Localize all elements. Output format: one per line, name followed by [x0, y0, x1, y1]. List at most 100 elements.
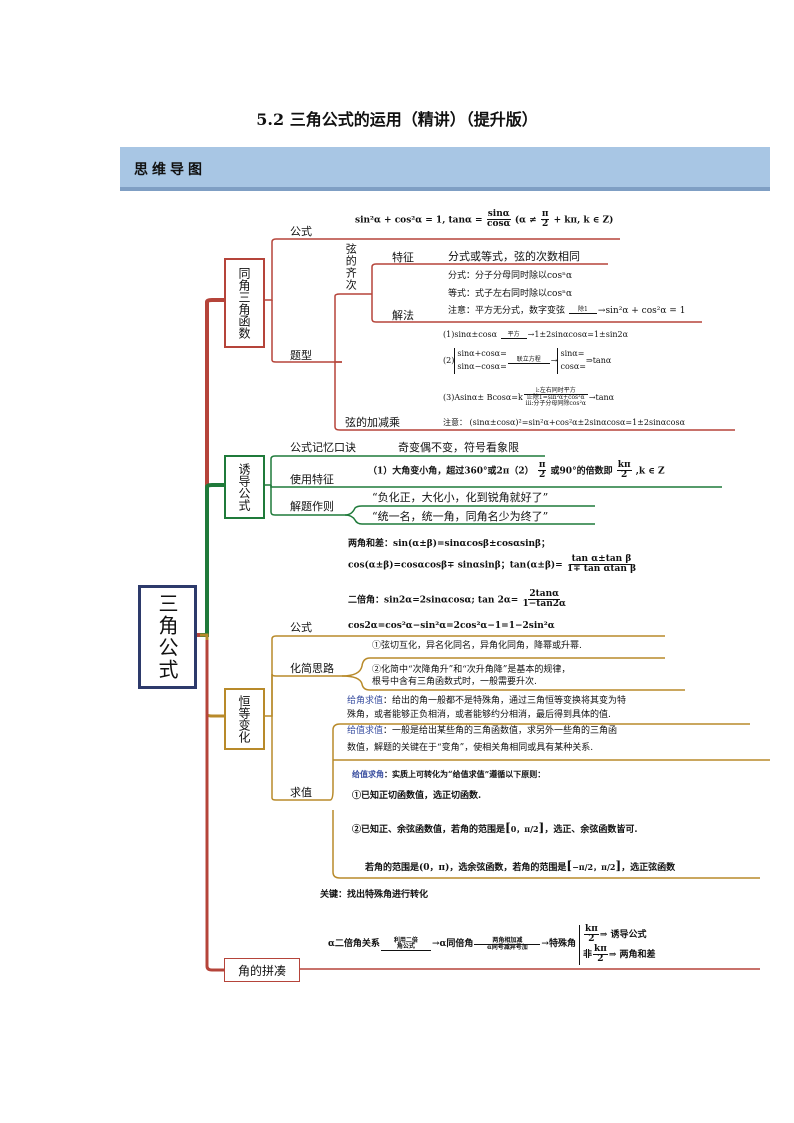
node-rule: 解题作则	[290, 500, 334, 513]
value-1-text: ：给出的角一般都不是特殊角，通过三角恒等变换将其变为特	[383, 696, 627, 706]
rule-2: “统一名，统一角，同角名少为终了”	[372, 510, 549, 523]
trunk-red-up	[193, 298, 224, 637]
section-banner: 思维导图	[120, 147, 770, 191]
method-2: 等式：式子左右同时除以cosⁿα	[448, 289, 573, 299]
range-value: −π/2，π/2	[572, 862, 616, 872]
usage-part: （1）大角变小角，超过360°或2π（2）	[368, 466, 534, 477]
numerator: π	[537, 460, 547, 472]
node-add-sub: 弦的加减乘	[345, 416, 400, 429]
type-1: (1)sinα±cosα 平方→1±2sinαcosα=1±sin2α	[443, 330, 629, 339]
node-method: 解法	[392, 309, 414, 322]
banner-title: 思维导图	[134, 162, 206, 178]
branch-node-induction: 诱导公式	[224, 455, 265, 519]
condition-text: + kπ, k ∈ Z)	[553, 215, 614, 226]
sum-formula-text: cos(α±β)=cosαcosβ∓ sinαsinβ；tan(α±β)=	[348, 560, 563, 571]
sum-formula-2: cos(α±β)=cosαcosβ∓ sinαsinβ；tan(α±β)= ta…	[348, 554, 637, 575]
value-2a: 给值求值：一般是给出某些角的三角函数值，求另外一些角的三角函	[347, 726, 617, 737]
value-3-rule-3: 若角的范围是(0，π)，选余弦函数，若角的范围是[−π/2，π/2]，选正弦函数	[365, 859, 675, 874]
simplify-1: ①弦切互化，异名化同名，异角化同角，降幂或升幂.	[372, 641, 582, 651]
feature-text: 分式或等式，弦的次数相同	[448, 250, 580, 263]
type-2-result: ⇒tanα	[586, 356, 612, 365]
key-note: 关键：找出特殊角进行转化	[320, 890, 429, 900]
type-3-result: tanα	[595, 392, 615, 402]
value-1-head: 给角求值	[347, 696, 384, 706]
arrow-label: α同号减异号加	[487, 944, 528, 952]
value-3-head: 给值求角	[352, 769, 384, 779]
denominator: 1−tan2α	[522, 599, 566, 610]
denominator: 1∓ tan αtan β	[566, 564, 637, 575]
branch-node-same-angle: 同角三角函数	[224, 258, 265, 348]
value-1a: 给角求值：给出的角一般都不是特殊角，通过三角恒等变换将其变为特	[347, 696, 626, 707]
denominator: 2	[597, 954, 604, 965]
identity-text: sin²α + cos²α = 1, tanα =	[355, 215, 483, 226]
value-3-rule-1: ①已知正切函数值，选正切函数.	[352, 791, 482, 801]
node-value: 求值	[290, 786, 312, 799]
arrow-label: ii:除1=sin²α+cos²α	[527, 394, 585, 401]
value-2-head: 给值求值	[347, 726, 384, 736]
rule-1: “负化正，大化小，化到锐角就好了”	[372, 491, 549, 504]
type-1-right: 1±2sinαcosα=1±sin2α	[534, 330, 629, 339]
arrow-label: 联立方程	[516, 356, 541, 364]
denominator: 2	[621, 470, 628, 481]
case-prefix: 非	[582, 950, 592, 961]
value-3a: 给值求角：实质上可转化为“给值求值”遵循以下原则：	[352, 769, 546, 780]
usage-part: ,k ∈ Z	[635, 466, 665, 477]
range-value: 0，π/2	[510, 824, 539, 834]
page-title: 5.2 三角公式的运用（精讲）（提升版）	[256, 110, 538, 129]
condition-text: (α ≠	[514, 215, 537, 226]
branch-node-identity: 恒等变化	[224, 688, 265, 750]
arrow-label: 角公式	[396, 943, 415, 951]
node-feature: 特征	[392, 251, 414, 264]
value-1b: 殊角，或者能够正负相消，或者能够约分相消，最后得到具体的值.	[347, 710, 611, 720]
chain-step: α二倍角关系	[328, 939, 380, 950]
eq: cosα=	[560, 361, 586, 371]
numerator: tan α±tan β	[570, 554, 633, 566]
system-right: sinα=cosα=	[557, 348, 586, 374]
eq: sinα−cosα=	[457, 361, 507, 371]
rule-text: ②已知正、余弦函数值，若角的范围是	[352, 825, 506, 835]
trunk-orange	[200, 633, 224, 718]
method-3-result: sin²α + cos²α = 1	[605, 306, 686, 316]
chain-step: α同倍角	[439, 939, 474, 950]
value-3-text: ：实质上可转化为“给值求值”遵循以下原则：	[384, 769, 546, 779]
arrow: 平方	[500, 330, 527, 339]
arrow-label: 两角相加减	[492, 937, 523, 945]
add-sub-note: 注意： (sinα±cosα)²=sin²α+cos²α±2sinαcosα=1…	[443, 418, 685, 427]
sum-formula-1: 两角和差：sin(α±β)=sinαcosβ±cosαsinβ；	[348, 539, 551, 549]
numerator: kπ	[616, 460, 632, 472]
chain-step: 特殊角	[548, 939, 576, 950]
arrow-label: 平方	[507, 330, 520, 338]
node-usage: 使用特征	[290, 473, 334, 486]
denominator: 2	[538, 470, 546, 481]
rule-text: 若角的范围是(0，π)，选余弦函数，若角的范围是	[365, 863, 567, 873]
method-1: 分式：分子分母同时除以cosⁿα	[448, 271, 573, 281]
denominator: 2	[542, 219, 549, 230]
type-2-label: (2)	[443, 356, 455, 365]
arrow-label: 利用二倍	[393, 937, 418, 945]
node-homogeneous: 弦的齐次	[344, 243, 358, 291]
trunk-green	[200, 483, 224, 637]
double-angle-text: 二倍角：sin2α=2sinαcosα; tan 2α=	[348, 595, 519, 606]
arrow: 利用二倍角公式	[380, 937, 431, 952]
simplify-2a: ②化简中“次降角升”和“次升角降”是基本的规律，	[372, 665, 571, 675]
value-2-text: ：一般是给出某些角的三角函数值，求另外一些角的三角函	[383, 726, 618, 736]
node-simplify: 化简思路	[290, 662, 334, 675]
value-3-rule-2: ②已知正、余弦函数值，若角的范围是[0，π/2]，选正、余弦函数皆可.	[352, 821, 637, 836]
simplify-2b: 根号中含有三角函数式时，一般需要升次.	[372, 677, 537, 687]
denominator: cosα	[486, 219, 511, 230]
method-3: 注意：平方无分式，数字变弦 除1→sin²α + cos²α = 1	[448, 306, 686, 316]
